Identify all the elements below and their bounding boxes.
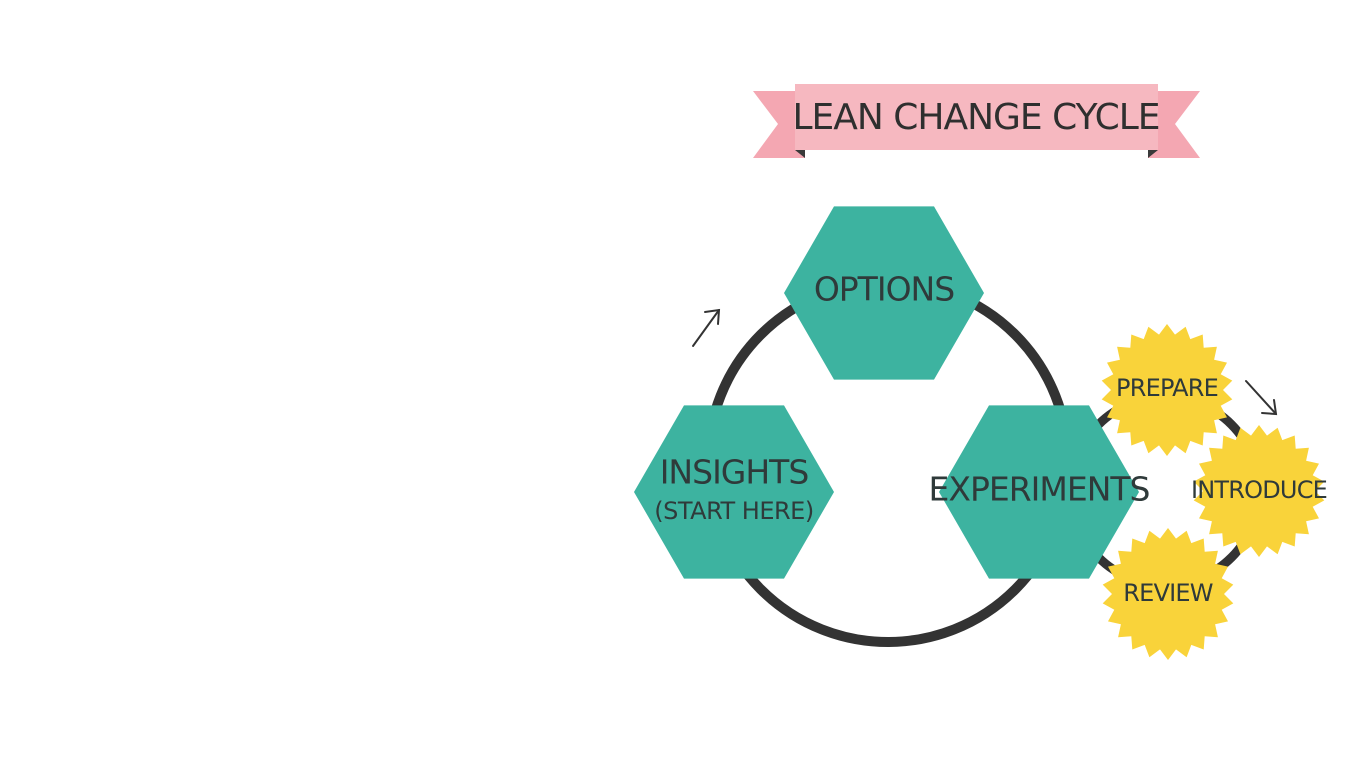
options-hexagon: OPTIONS xyxy=(784,206,984,380)
introduce-badge-shape xyxy=(1193,425,1325,557)
experiments-hexagon-shape xyxy=(939,405,1139,579)
diagram-title: LEAN CHANGE CYCLE xyxy=(792,97,1159,138)
options-hexagon-shape xyxy=(784,206,984,380)
experiments-label: EXPERIMENTS xyxy=(929,470,1150,509)
banner-fold-right xyxy=(1148,150,1158,158)
prepare-badge-shape xyxy=(1101,324,1233,456)
arrow-up-right-icon xyxy=(692,308,721,347)
review-badge: REVIEW xyxy=(1102,528,1234,660)
banner-ribbon xyxy=(795,84,1158,150)
banner-tail-right xyxy=(1148,91,1200,158)
banner-fold-left xyxy=(795,150,805,158)
title-banner: LEAN CHANGE CYCLE xyxy=(753,84,1200,158)
introduce-label: INTRODUCE xyxy=(1191,476,1327,504)
experiments-hexagon: EXPERIMENTS xyxy=(929,405,1151,579)
insights-label: INSIGHTS xyxy=(660,453,809,492)
prepare-label: PREPARE xyxy=(1116,374,1218,402)
prepare-badge: PREPARE xyxy=(1101,324,1233,456)
review-badge-shape xyxy=(1102,528,1234,660)
insights-sublabel: (START HERE) xyxy=(654,497,813,525)
review-label: REVIEW xyxy=(1123,579,1213,607)
insights-hexagon: INSIGHTS (START HERE) xyxy=(634,405,834,579)
arrow-down-right-icon xyxy=(1245,380,1278,416)
banner-tail-left xyxy=(753,91,805,158)
options-label: OPTIONS xyxy=(814,270,954,309)
insights-hexagon-shape xyxy=(634,405,834,579)
introduce-badge: INTRODUCE xyxy=(1191,425,1328,557)
